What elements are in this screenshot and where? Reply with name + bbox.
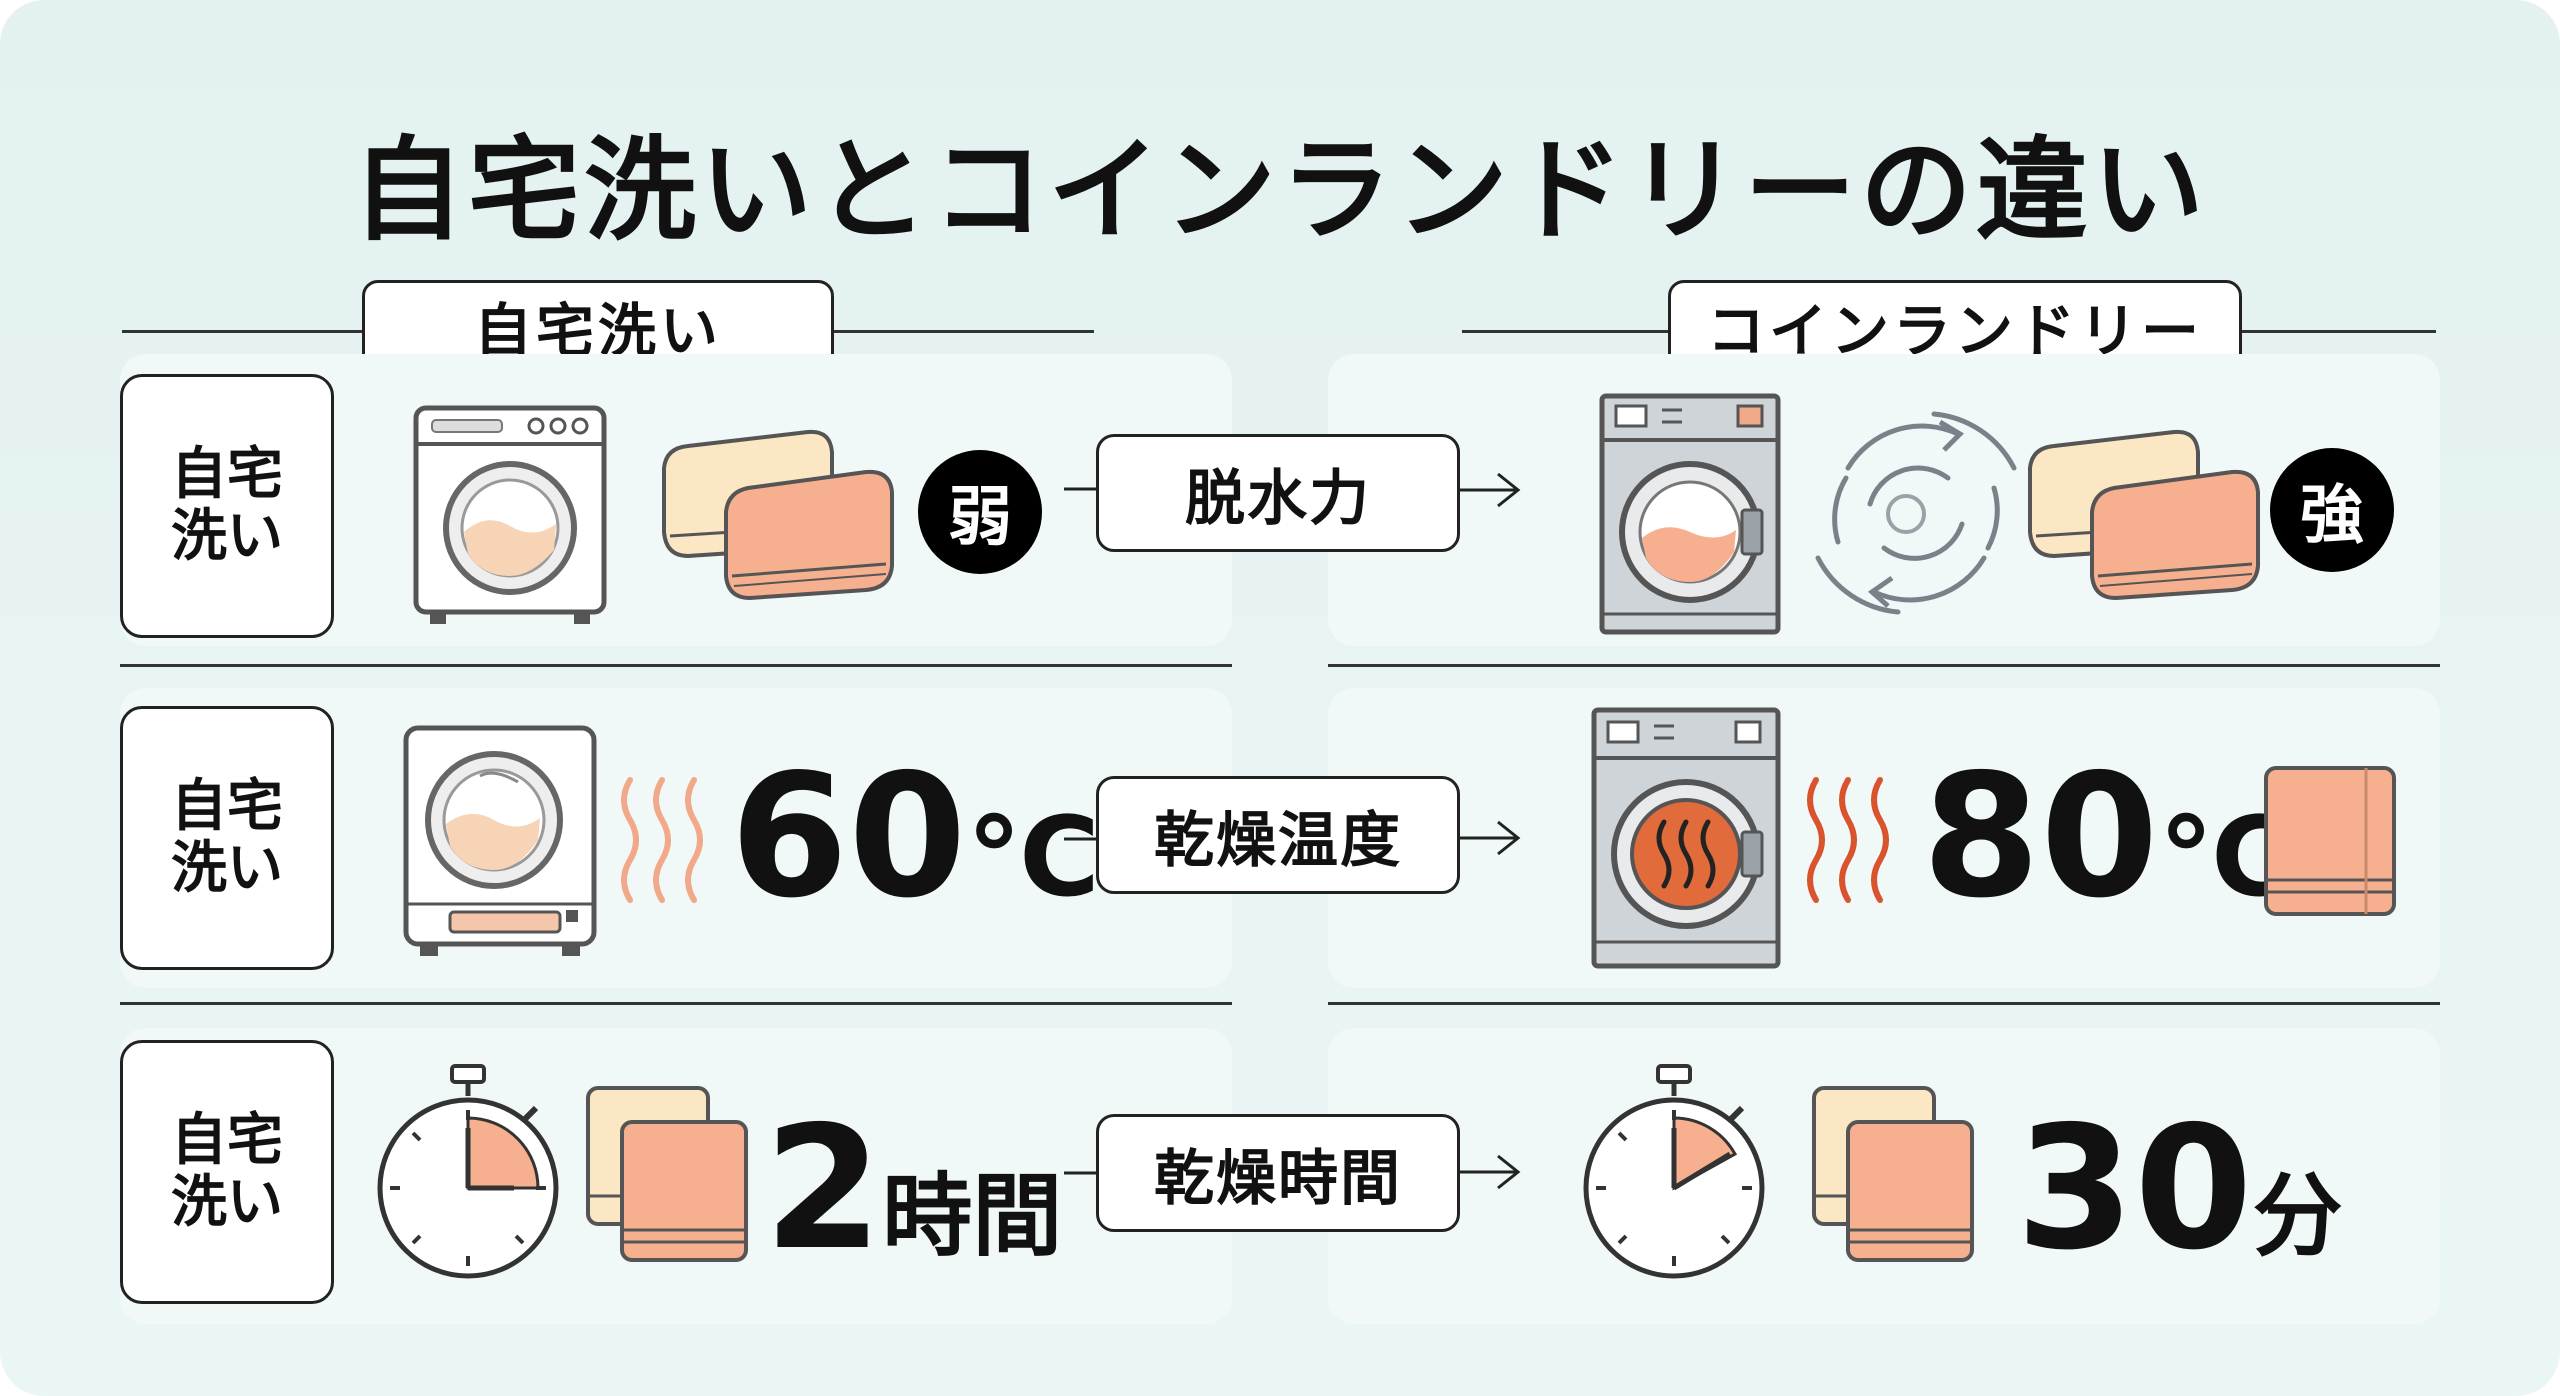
weak-badge: 弱 <box>918 450 1042 574</box>
heat-waves-icon <box>621 777 703 903</box>
header-rule-right <box>1462 330 1668 333</box>
home-dry-temperature: 60℃ <box>730 738 1100 936</box>
page-title: 自宅洗いとコインランドリーの違い <box>352 126 2208 256</box>
metric-dry-temperature: 乾燥温度 <box>1096 776 1460 894</box>
heat-waves-icon <box>1807 777 1889 903</box>
row-label-3: 自宅洗い <box>120 1040 334 1304</box>
strong-badge: 強 <box>2270 448 2394 572</box>
arrow-right-icon <box>1460 820 1521 856</box>
stopwatch-icon <box>1583 1064 1765 1279</box>
row-separator <box>1328 1002 2440 1005</box>
coin-dryer-icon <box>1591 707 1781 969</box>
coin-washing-machine-icon <box>1599 393 1781 635</box>
coin-dry-time: 30分 <box>2016 1090 2343 1288</box>
spin-swirl-icon <box>1815 411 2017 615</box>
row-separator <box>120 1002 1232 1005</box>
towel-stack-icon <box>1812 1086 1974 1262</box>
towel-icon <box>2264 766 2396 916</box>
header-rule-left-2 <box>832 330 1094 333</box>
connector-line <box>1064 487 1096 491</box>
row-separator <box>1328 664 2440 667</box>
stopwatch-icon <box>377 1064 559 1279</box>
home-washing-machine-icon <box>413 405 607 624</box>
folded-towels-icon <box>2028 429 2260 601</box>
home-dry-time: 2時間 <box>764 1090 1063 1288</box>
row-label-1: 自宅洗い <box>120 374 334 638</box>
connector-line <box>1064 1171 1096 1175</box>
header-rule-left <box>122 330 362 333</box>
arrow-right-icon <box>1460 1154 1521 1190</box>
row-label-2: 自宅洗い <box>120 706 334 970</box>
home-dryer-icon <box>403 725 597 956</box>
folded-towels-icon <box>662 429 894 601</box>
towel-stack-icon <box>586 1086 748 1262</box>
header-rule-right-2 <box>2240 330 2436 333</box>
row-separator <box>120 664 1232 667</box>
metric-dry-time: 乾燥時間 <box>1096 1114 1460 1232</box>
arrow-right-icon <box>1460 472 1521 508</box>
metric-spin-power: 脱水力 <box>1096 434 1460 552</box>
connector-line <box>1064 837 1096 841</box>
coin-dry-temperature: 80℃ <box>1922 738 2292 936</box>
